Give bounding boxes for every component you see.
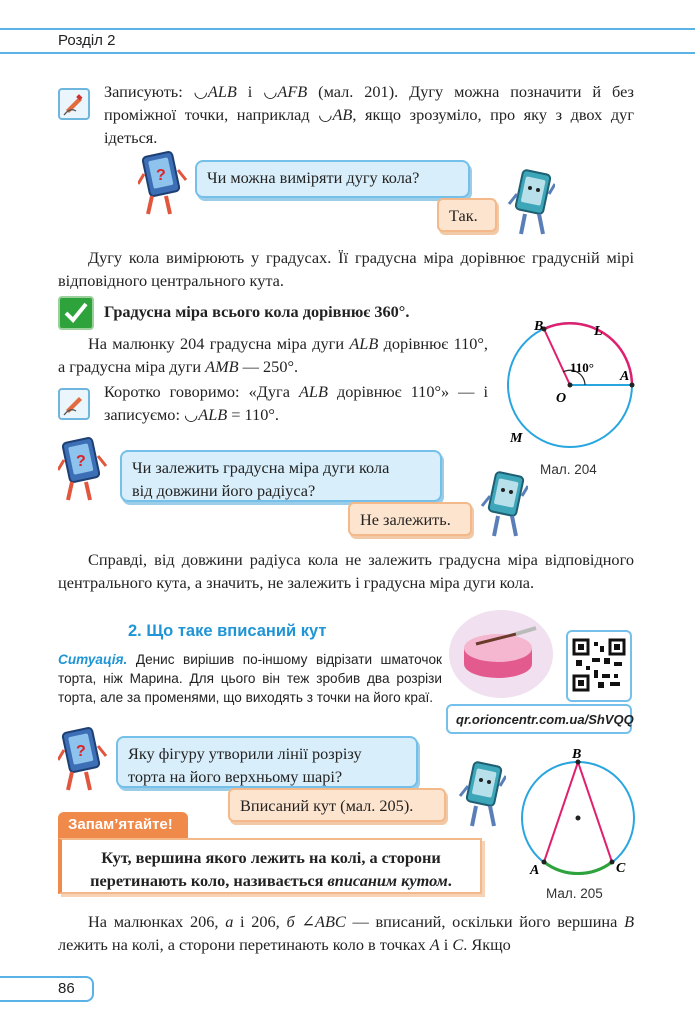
svg-text:?: ? bbox=[76, 453, 86, 470]
header-bar bbox=[0, 28, 695, 54]
answer-bubble-no: Не залежить. bbox=[348, 502, 472, 536]
rule-full-circle: Градусна міра всього кола дорівнює 360°. bbox=[104, 302, 410, 321]
point-a bbox=[629, 382, 635, 388]
situation-text: Ситуація. Денис вирішив по-іншому відріз… bbox=[58, 652, 442, 705]
arc-ac bbox=[543, 860, 613, 876]
caption-204: Мал. 204 bbox=[540, 462, 597, 477]
paragraph-short-notation: Коротко говоримо: «Дуга ALB дорівнює 110… bbox=[104, 382, 489, 424]
paragraph-figure-204: На малюнку 204 градусна міра дуги ALB до… bbox=[58, 334, 488, 376]
cake-image bbox=[446, 604, 566, 708]
figure-204: B L A O M 110° bbox=[507, 319, 635, 448]
robot-left-icon: ? bbox=[136, 150, 188, 224]
qr-code[interactable] bbox=[566, 630, 632, 702]
paragraph-arc-notation: Записують: ◡ALB і ◡AFB (мал. 201). Дугу … bbox=[104, 82, 634, 147]
label-l: L bbox=[593, 324, 603, 339]
answer-bubble-yes: Так. bbox=[437, 198, 497, 232]
point-c bbox=[609, 859, 615, 865]
figure-205: B A C bbox=[521, 747, 635, 878]
paragraph-arc-degrees: Дугу кола вимірюють у градусах. Її граду… bbox=[58, 248, 634, 290]
qr-url-box[interactable]: qr.orioncentr.com.ua/ShVQQ bbox=[446, 704, 634, 734]
label-b: B bbox=[571, 747, 581, 762]
answer-bubble-inscribed: Вписаний кут (мал. 205). bbox=[228, 788, 446, 822]
question-bubble-figure: Яку фігуру утворили лінії розрізу торта … bbox=[116, 736, 418, 788]
label-b: B bbox=[533, 319, 543, 334]
label-m: M bbox=[509, 431, 523, 446]
remember-definition: Кут, вершина якого лежить на колі, а сто… bbox=[58, 838, 482, 894]
robot-right-icon bbox=[505, 168, 557, 244]
label-angle: 110° bbox=[570, 360, 594, 375]
caption-205: Мал. 205 bbox=[546, 886, 603, 901]
question-bubble-measure-arc: Чи можна виміряти дугу кола? bbox=[195, 160, 470, 198]
radius-ob bbox=[543, 328, 571, 386]
paragraph-indeed: Справді, від довжини радіуса кола не зал… bbox=[58, 550, 634, 592]
label-c: C bbox=[616, 861, 626, 876]
inscribed-angle-sides bbox=[543, 761, 613, 863]
remember-tab: Запам’ятайте! bbox=[58, 812, 188, 840]
pencil-note-icon bbox=[58, 388, 90, 420]
section-heading: 2. Що таке вписаний кут bbox=[128, 622, 327, 640]
robot-right-icon bbox=[478, 470, 530, 546]
svg-text:?: ? bbox=[76, 743, 86, 760]
section-label: Розділ 2 bbox=[58, 32, 116, 49]
label-o: O bbox=[556, 391, 566, 406]
point-b bbox=[541, 326, 547, 332]
angle-arc bbox=[562, 369, 586, 386]
check-icon bbox=[58, 296, 94, 330]
center-point bbox=[575, 815, 581, 821]
qr-url-link[interactable]: qr.orioncentr.com.ua/ShVQQ bbox=[456, 712, 634, 727]
robot-left-icon: ? bbox=[56, 436, 108, 510]
svg-text:?: ? bbox=[156, 167, 166, 184]
page-number: 86 bbox=[58, 980, 75, 997]
point-o bbox=[567, 382, 573, 388]
point-b bbox=[575, 759, 581, 765]
robot-right-icon bbox=[456, 760, 508, 836]
page-number-box bbox=[0, 976, 94, 1002]
robot-left-icon: ? bbox=[56, 726, 108, 800]
question-bubble-radius: Чи залежить градусна міра дуги кола від … bbox=[120, 450, 442, 502]
paragraph-figures-206: На малюнках 206, а і 206, б ∠ABC — вписа… bbox=[58, 912, 635, 954]
label-a: A bbox=[529, 863, 539, 878]
arc-alb bbox=[543, 322, 634, 386]
label-a: A bbox=[619, 369, 629, 384]
point-a bbox=[541, 859, 547, 865]
pencil-note-icon bbox=[58, 88, 90, 120]
